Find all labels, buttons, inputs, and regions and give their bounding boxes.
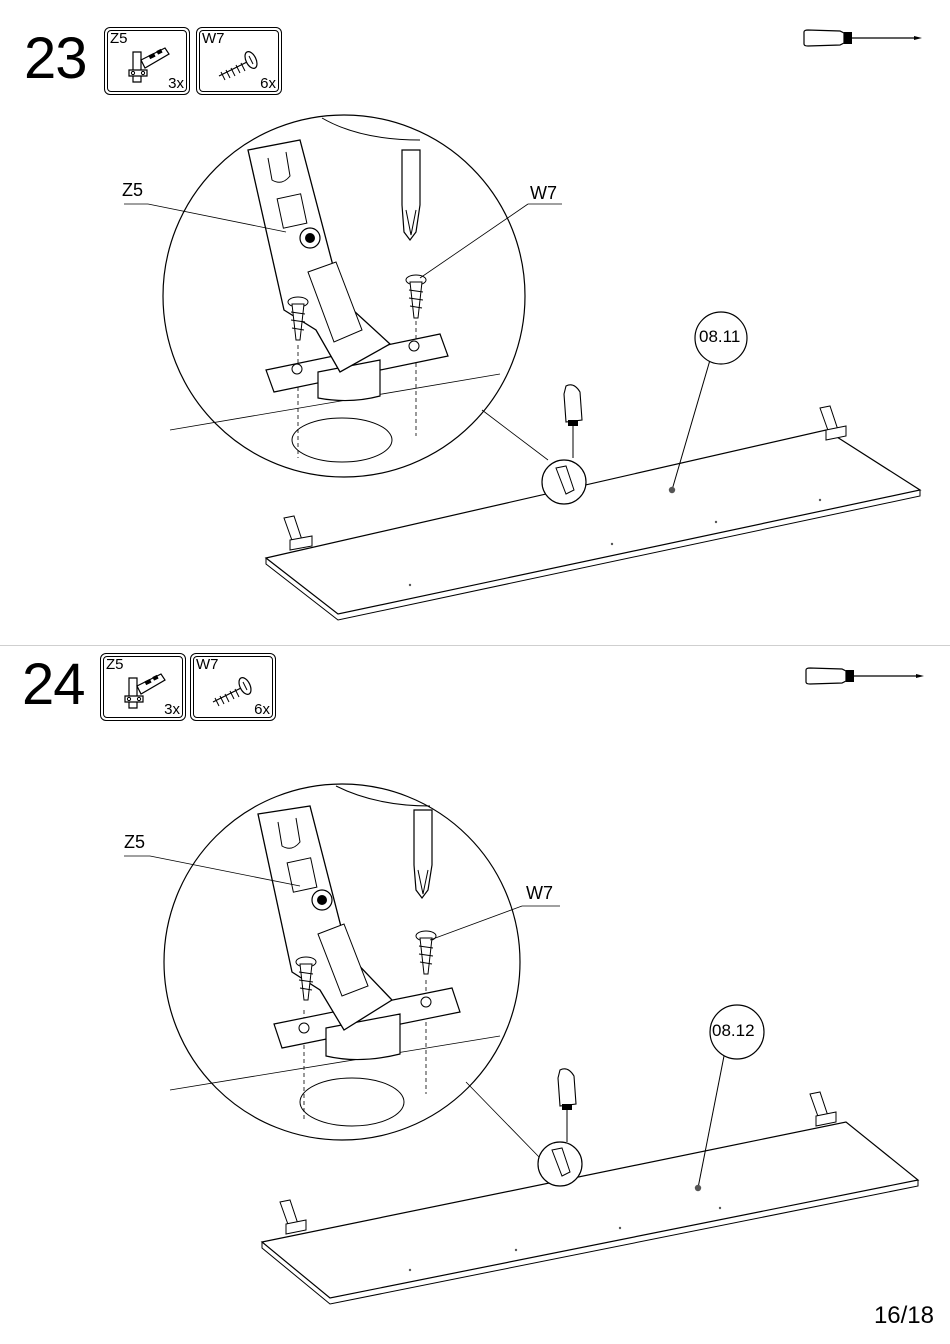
part-code: Z5 — [106, 656, 124, 673]
part-code: W7 — [196, 656, 219, 673]
part-quantity: 3x — [164, 701, 180, 718]
screw-icon — [213, 42, 265, 86]
hinge-icon — [121, 42, 173, 86]
panel-callout-label: 08.12 — [712, 1021, 755, 1041]
hinge-callout-label: Z5 — [122, 180, 143, 201]
part-quantity: 6x — [260, 75, 276, 92]
assembly-drawing — [0, 0, 950, 642]
screw-callout-label: W7 — [530, 183, 557, 204]
screw-callout-label: W7 — [526, 883, 553, 904]
part-code: Z5 — [110, 30, 128, 47]
part-quantity: 6x — [254, 701, 270, 718]
hinge-icon — [117, 668, 169, 712]
hinge-callout-label: Z5 — [124, 832, 145, 853]
assembly-step-24: 24 Z5 3x W7 6x — [0, 650, 950, 1310]
part-quantity: 3x — [168, 75, 184, 92]
page-number: 16/18 — [874, 1302, 934, 1330]
assembly-drawing — [0, 650, 950, 1310]
panel-callout-label: 08.11 — [699, 327, 740, 347]
step-divider — [0, 645, 950, 646]
screw-icon — [207, 668, 259, 712]
assembly-step-23: 23 Z5 3x W7 6x — [0, 0, 950, 642]
part-code: W7 — [202, 30, 225, 47]
